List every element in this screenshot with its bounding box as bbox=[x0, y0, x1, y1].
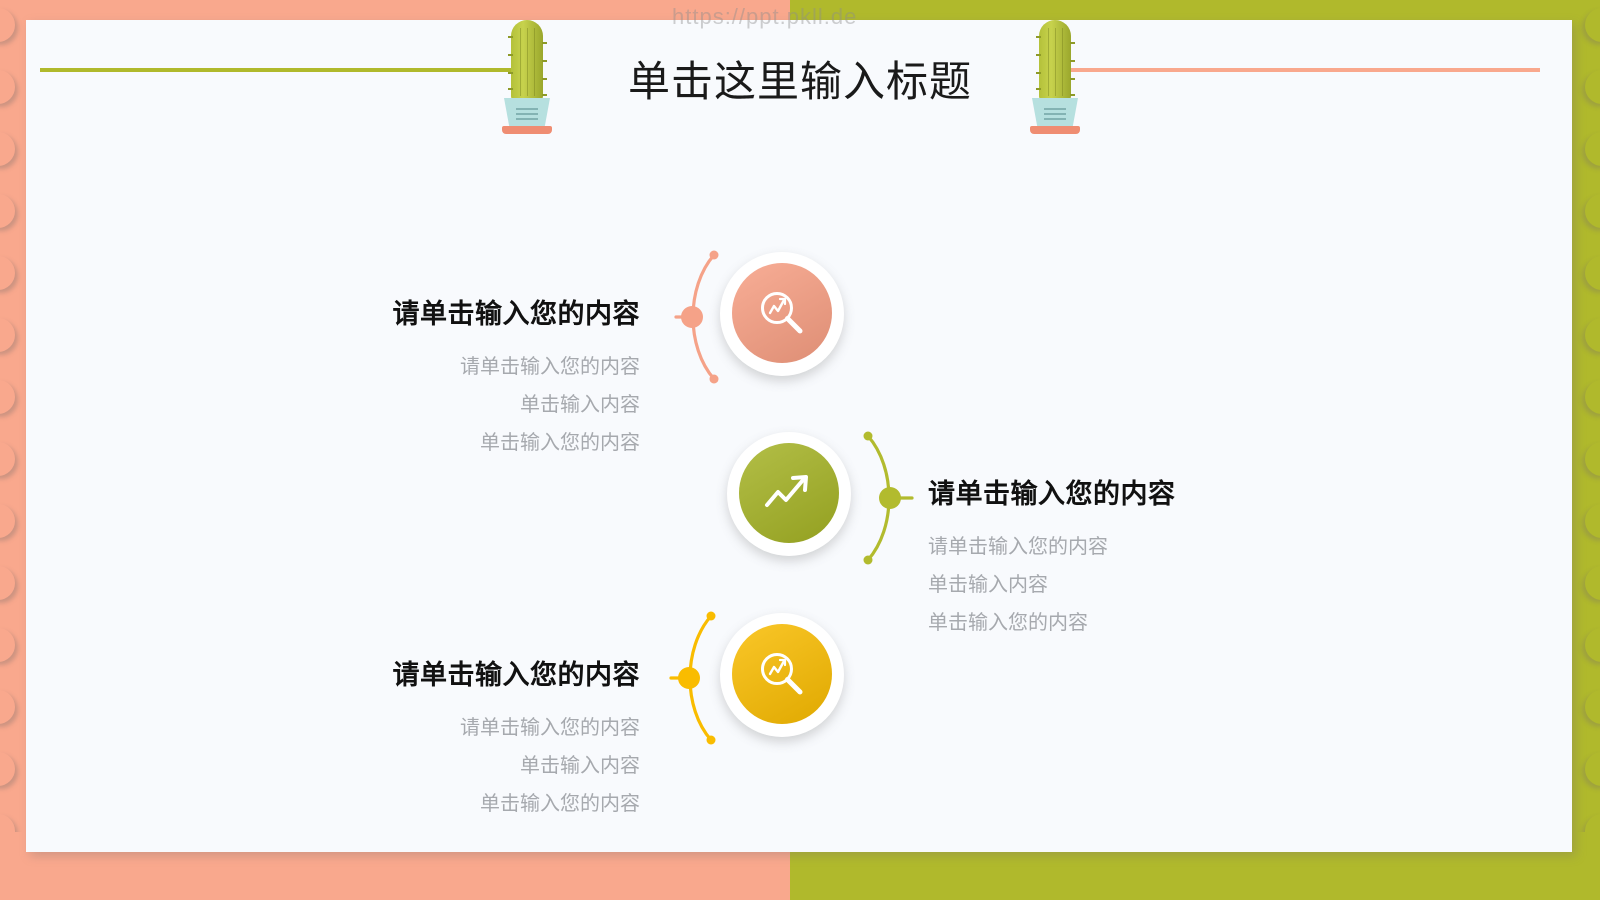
scallop-notch bbox=[1585, 628, 1600, 662]
watermark-url: https://ppt.pkll.de bbox=[672, 4, 858, 29]
scallop-edge-right bbox=[1567, 0, 1600, 832]
scallop-notch bbox=[0, 256, 15, 290]
item-line: 单击输入您的内容 bbox=[928, 610, 1088, 634]
text-block-1: 请单击输入您的内容 请单击输入您的内容 单击输入内容 单击输入您的内容 bbox=[240, 292, 641, 461]
scallop-notch bbox=[1585, 442, 1600, 476]
item-heading: 请单击输入您的内容 bbox=[928, 479, 1176, 510]
scallop-notch bbox=[1585, 256, 1600, 290]
scallop-notch bbox=[0, 504, 15, 538]
icon-circle-core bbox=[732, 624, 832, 724]
text-block-2: 请单击输入您的内容 请单击输入您的内容 单击输入内容 单击输入您的内容 bbox=[928, 472, 1348, 641]
item-line: 单击输入内容 bbox=[520, 753, 640, 777]
scallop-edge-left bbox=[0, 0, 33, 832]
item-line: 单击输入内容 bbox=[928, 572, 1048, 596]
item-line: 单击输入您的内容 bbox=[480, 791, 640, 815]
icon-circle-1[interactable] bbox=[720, 250, 844, 376]
cactus-stem bbox=[1039, 20, 1071, 102]
page-title: 单击这里输入标题 bbox=[627, 57, 972, 106]
scallop-notch bbox=[1585, 132, 1600, 166]
connector-arc-3 bbox=[663, 608, 743, 748]
scallop-notch bbox=[0, 380, 15, 414]
cactus-stem bbox=[511, 20, 543, 102]
scallop-notch bbox=[0, 132, 15, 166]
scallop-notch bbox=[1585, 690, 1600, 724]
scallop-notch bbox=[0, 566, 15, 600]
scallop-notch bbox=[1585, 70, 1600, 104]
item-line: 请单击输入您的内容 bbox=[460, 354, 640, 378]
scallop-notch bbox=[1585, 814, 1600, 832]
cactus-saucer bbox=[1030, 126, 1080, 134]
item-line: 请单击输入您的内容 bbox=[928, 534, 1108, 558]
scallop-notch bbox=[0, 318, 15, 352]
title-rule-left bbox=[40, 68, 515, 72]
scallop-notch bbox=[0, 442, 15, 476]
connector-arc-2 bbox=[850, 428, 930, 568]
icon-circle-core bbox=[732, 263, 832, 363]
scallop-notch bbox=[0, 752, 15, 786]
scallop-notch bbox=[1585, 380, 1600, 414]
scallop-notch bbox=[0, 814, 15, 832]
scallop-notch bbox=[1585, 8, 1600, 42]
scallop-notch bbox=[0, 628, 15, 662]
scallop-notch bbox=[0, 8, 15, 42]
icon-circle-3[interactable] bbox=[720, 611, 844, 737]
magnifier-chart-icon bbox=[761, 653, 803, 695]
scallop-notch bbox=[0, 70, 15, 104]
scallop-notch bbox=[1585, 566, 1600, 600]
cactus-saucer bbox=[502, 126, 552, 134]
scallop-notch bbox=[1585, 752, 1600, 786]
item-line: 单击输入内容 bbox=[520, 392, 640, 416]
connector-arc-1 bbox=[668, 247, 748, 387]
item-heading: 请单击输入您的内容 bbox=[392, 299, 640, 330]
item-line: 单击输入您的内容 bbox=[480, 430, 640, 454]
icon-circle-core bbox=[739, 443, 839, 543]
item-heading: 请单击输入您的内容 bbox=[392, 660, 640, 691]
title-rule-right bbox=[1060, 68, 1540, 72]
cactus-plant-right bbox=[1028, 20, 1082, 136]
trending-up-arrow-icon bbox=[765, 475, 808, 507]
scallop-notch bbox=[0, 690, 15, 724]
scallop-notch bbox=[1585, 194, 1600, 228]
scallop-notch bbox=[1585, 504, 1600, 538]
cactus-plant-left bbox=[500, 20, 554, 136]
item-line: 请单击输入您的内容 bbox=[460, 715, 640, 739]
scallop-notch bbox=[1585, 318, 1600, 352]
magnifier-chart-icon bbox=[761, 292, 803, 334]
scallop-notch bbox=[0, 194, 15, 228]
text-block-3: 请单击输入您的内容 请单击输入您的内容 单击输入内容 单击输入您的内容 bbox=[240, 653, 641, 822]
icon-circle-2[interactable] bbox=[727, 430, 851, 556]
